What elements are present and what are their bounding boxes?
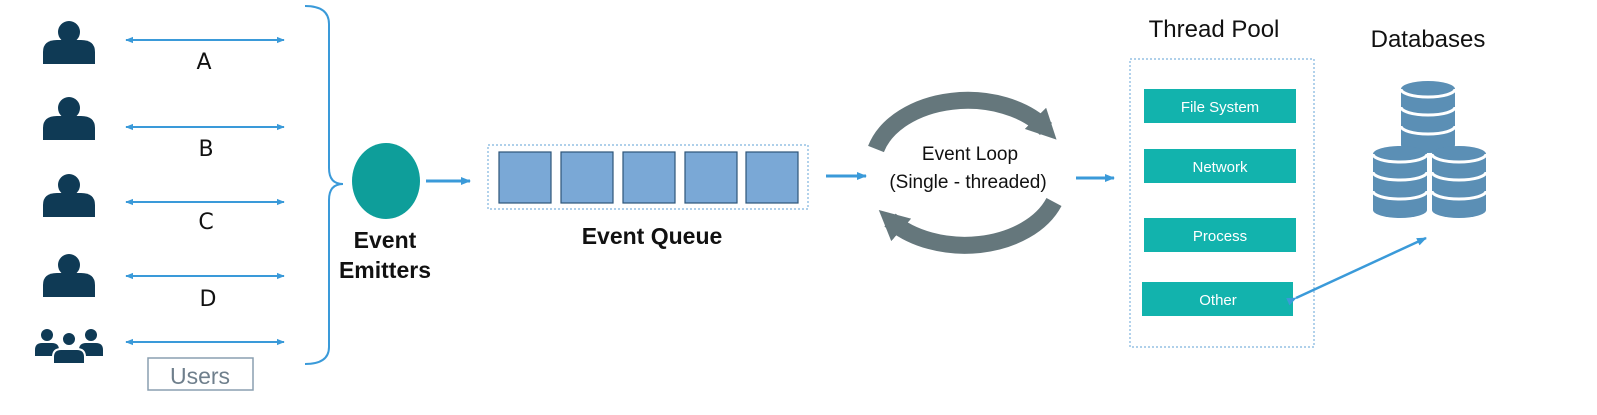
databases-title: Databases	[1371, 26, 1486, 53]
connection-label-b: B	[198, 137, 213, 162]
arrow-pool-to-databases	[1286, 236, 1427, 306]
event-queue: Event Queue	[487, 144, 809, 249]
event-loop: Event Loop (Single - threaded)	[868, 91, 1062, 254]
connection-label-d: D	[200, 287, 217, 312]
queue-slot	[622, 151, 676, 204]
user-icon-c	[43, 174, 95, 217]
queue-label: Event Queue	[582, 223, 723, 249]
queue-slot	[745, 151, 799, 204]
loop-arrow-top	[868, 91, 1057, 153]
worker-network	[1144, 149, 1296, 183]
user-icon-b	[43, 97, 95, 140]
worker-label: File System	[1181, 99, 1259, 116]
queue-slot	[684, 151, 738, 204]
emitters-label-line2: Emitters	[339, 257, 431, 283]
user-icon-d	[43, 254, 95, 297]
worker-label: Process	[1193, 228, 1247, 245]
users-label-box	[147, 357, 254, 391]
database-icon	[1430, 144, 1488, 220]
queue-slot	[498, 151, 552, 204]
event-loop-label-line1: Event Loop	[922, 144, 1018, 165]
worker-label: Other	[1199, 292, 1237, 309]
database-icon	[1399, 79, 1457, 155]
databases: Databases	[1371, 26, 1488, 220]
users-brace	[304, 5, 344, 365]
user-group-icon	[35, 329, 103, 365]
user-icon-a	[43, 21, 95, 64]
worker-process	[1144, 218, 1296, 252]
loop-arrow-bottom	[878, 197, 1062, 254]
worker-file-system	[1144, 89, 1296, 123]
emitter-circle	[352, 143, 420, 219]
users-group: A B C D Users	[35, 21, 285, 391]
worker-other	[1142, 282, 1293, 316]
event-emitters: Event Emitters	[339, 143, 431, 283]
database-icon	[1371, 144, 1429, 220]
emitters-label-line1: Event	[354, 227, 417, 253]
worker-label: Network	[1192, 159, 1248, 176]
users-label: Users	[170, 363, 230, 389]
connection-label-c: C	[198, 210, 213, 235]
queue-slot	[560, 151, 614, 204]
event-loop-label-line2: (Single - threaded)	[889, 172, 1046, 193]
thread-pool: Thread Pool File System Network Process …	[1129, 16, 1315, 348]
thread-pool-title: Thread Pool	[1149, 16, 1280, 43]
connection-label-a: A	[196, 50, 211, 75]
